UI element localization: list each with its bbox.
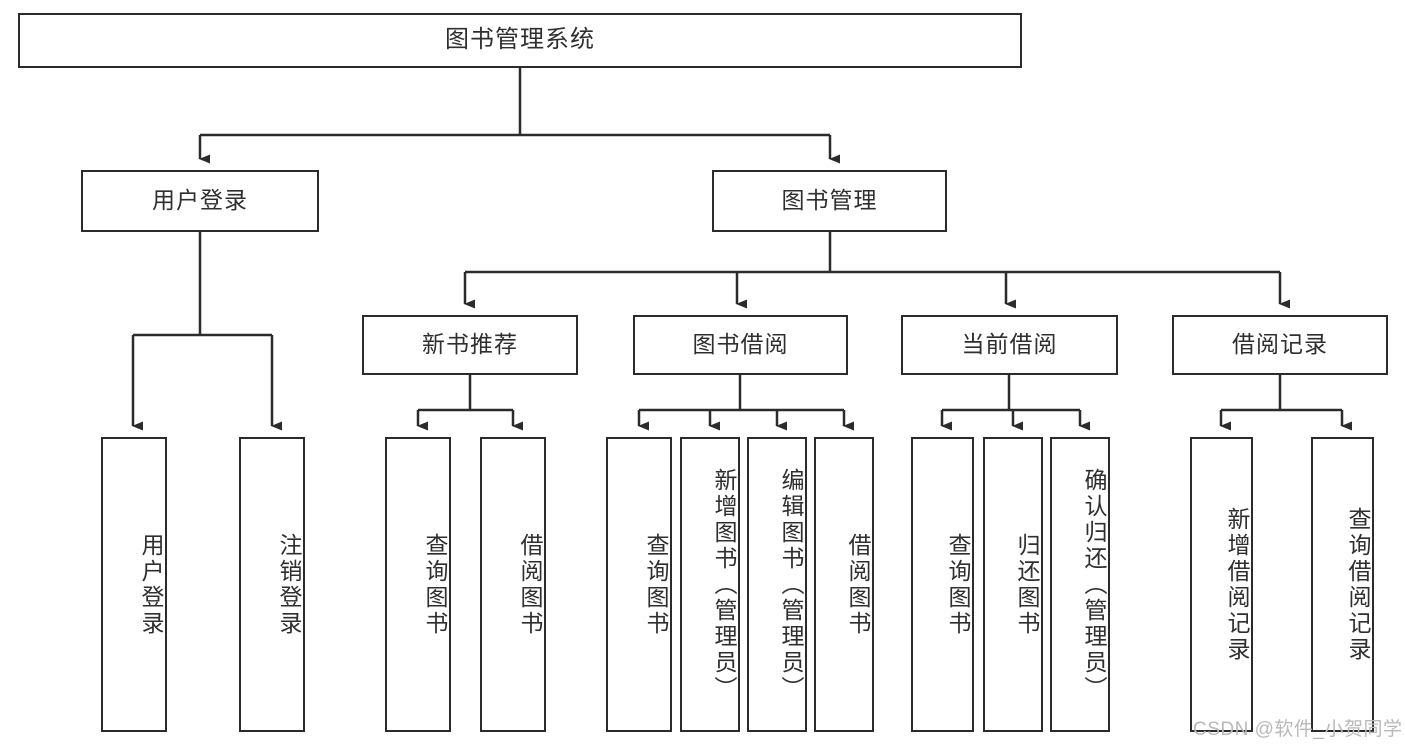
node-user-login[interactable]: 用户登录	[81, 170, 319, 232]
leaf-confirm-return-admin[interactable]: 确认归还（管理员）	[1050, 437, 1110, 732]
leaf-query-book-recommend[interactable]: 查询图书	[385, 437, 451, 732]
node-label: 新书推荐	[422, 331, 518, 358]
node-label: 借阅记录	[1232, 331, 1328, 358]
node-new-book-recommend[interactable]: 新书推荐	[362, 315, 578, 375]
leaf-label: 查询图书	[945, 532, 971, 637]
leaf-label: 查询图书	[643, 532, 669, 637]
node-current-borrow[interactable]: 当前借阅	[901, 315, 1118, 375]
leaf-query-borrow-record[interactable]: 查询借阅记录	[1311, 437, 1374, 732]
leaf-return-book[interactable]: 归还图书	[983, 437, 1043, 732]
node-borrow-record[interactable]: 借阅记录	[1172, 315, 1388, 375]
leaf-logout[interactable]: 注销登录	[239, 437, 305, 732]
node-root[interactable]: 图书管理系统	[18, 13, 1022, 68]
node-label: 当前借阅	[961, 331, 1058, 358]
leaf-query-book-current[interactable]: 查询图书	[911, 437, 974, 732]
leaf-label: 查询图书	[422, 532, 448, 637]
node-book-management[interactable]: 图书管理	[712, 170, 947, 232]
leaf-label: 借阅图书	[845, 532, 871, 637]
leaf-label: 用户登录	[138, 532, 164, 637]
leaf-label: 确认归还（管理员）	[1081, 467, 1107, 702]
node-label: 图书借阅	[692, 331, 789, 358]
leaf-label: 注销登录	[276, 532, 302, 637]
watermark: CSDN @软件_小贺同学	[1193, 719, 1403, 740]
leaf-label: 归还图书	[1014, 532, 1040, 637]
leaf-label: 查询借阅记录	[1345, 506, 1371, 663]
leaf-borrow-book-recommend[interactable]: 借阅图书	[480, 437, 546, 732]
leaf-edit-book-admin[interactable]: 编辑图书（管理员）	[747, 437, 807, 732]
node-book-borrow[interactable]: 图书借阅	[633, 315, 848, 375]
leaf-query-book-borrow[interactable]: 查询图书	[606, 437, 672, 732]
node-root-label: 图书管理系统	[445, 26, 595, 54]
leaf-label: 借阅图书	[517, 532, 543, 637]
leaf-user-login[interactable]: 用户登录	[101, 437, 167, 732]
leaf-add-borrow-record[interactable]: 新增借阅记录	[1190, 437, 1253, 732]
node-label: 用户登录	[152, 187, 248, 214]
leaf-label: 新增图书（管理员）	[711, 467, 737, 702]
node-label: 图书管理	[781, 187, 878, 214]
leaf-label: 编辑图书（管理员）	[778, 467, 804, 702]
leaf-label: 新增借阅记录	[1224, 506, 1250, 663]
leaf-add-book-admin[interactable]: 新增图书（管理员）	[680, 437, 740, 732]
leaf-borrow-book[interactable]: 借阅图书	[814, 437, 874, 732]
